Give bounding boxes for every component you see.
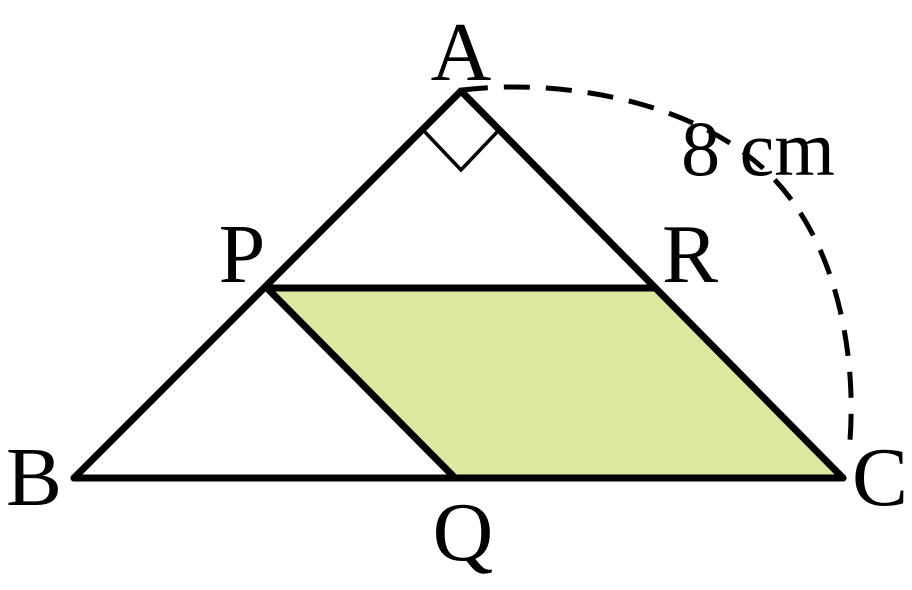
length-label-ac: 8 cm [681,105,835,192]
right-angle-marker-a [421,128,501,173]
dashed-arc-ac [461,84,854,441]
label-p: P [219,208,266,301]
label-a: A [431,6,492,99]
label-b: B [6,431,62,524]
label-c: C [852,431,908,524]
label-r: R [662,208,718,301]
segment-pq [263,284,459,482]
label-q: Q [433,486,494,579]
